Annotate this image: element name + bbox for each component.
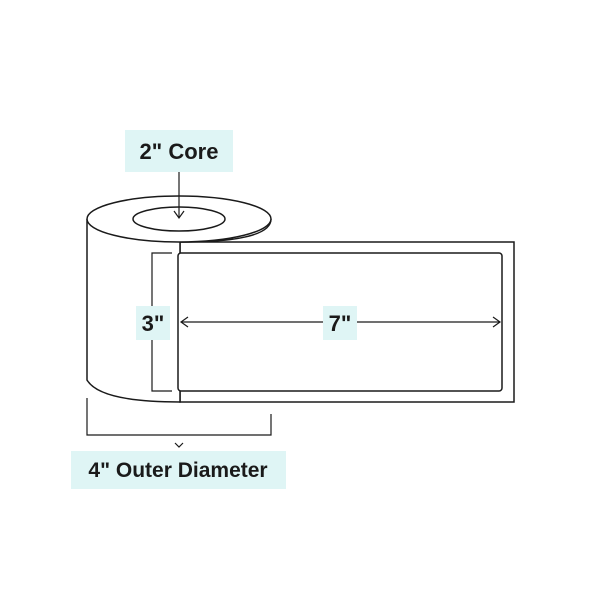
width-label-bg: [323, 306, 357, 340]
height-label-bg: [136, 306, 170, 340]
width-label: 7": [329, 311, 352, 336]
outer-diameter-bracket: [86, 398, 272, 436]
width-arrow-left-head: [179, 316, 189, 328]
height-label: 3": [142, 311, 165, 336]
core-label-bg: [125, 130, 233, 172]
width-arrow-right-head: [492, 316, 502, 328]
outer-diameter-label: 4" Outer Diameter: [88, 459, 267, 482]
outer-diameter-label-bg: [71, 451, 286, 489]
core-label: 2" Core: [140, 139, 219, 164]
outer-diameter-chevron: [174, 442, 184, 448]
core-arrow-head: [173, 210, 185, 220]
